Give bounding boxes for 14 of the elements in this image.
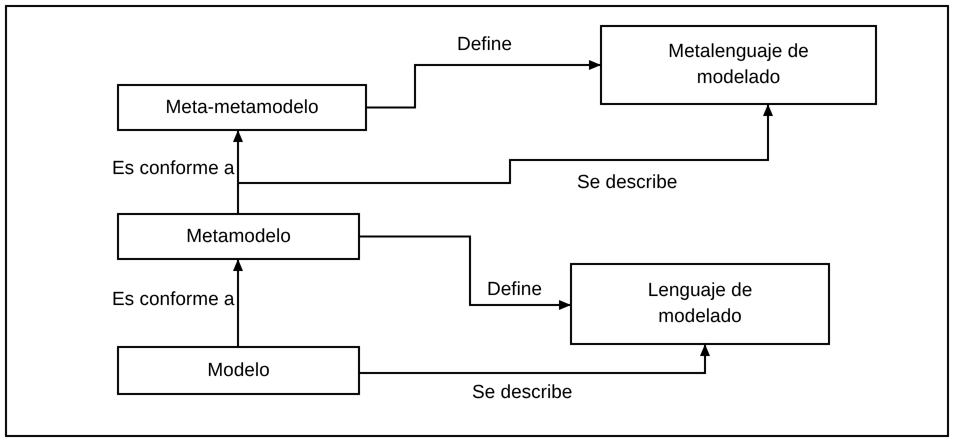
process-box [570,263,830,345]
process-box [117,84,367,131]
box-label: Meta-metamodelo [165,96,319,120]
process-box [117,346,360,395]
arrow [367,60,601,108]
box-label: Modelo [207,358,270,383]
box-label: Lenguaje de modelado [646,279,754,329]
box-label: Metalenguaje de modelado [667,40,810,90]
arrow [360,236,571,310]
process-box [117,213,360,260]
arrow [360,344,710,374]
process-box [600,25,877,105]
arrow [233,259,243,346]
box-label: Metamodelo [186,224,291,249]
